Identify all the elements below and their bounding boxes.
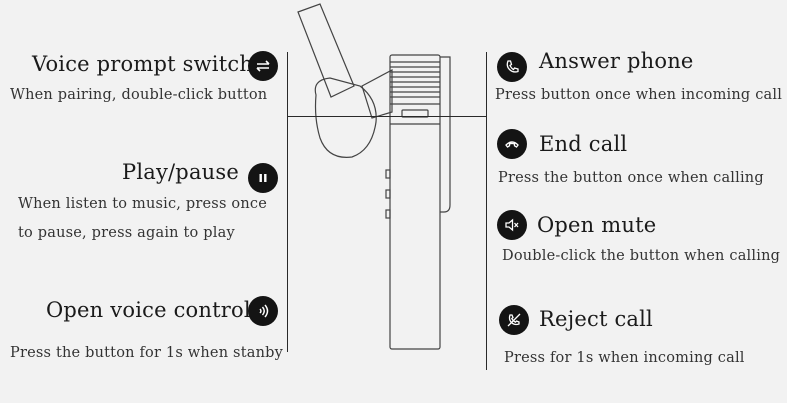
- voice-prompt-switch-title: Voice prompt switch: [32, 52, 254, 76]
- voice-prompt-switch-desc: When pairing, double-click button: [10, 87, 268, 103]
- left-divider-line: [287, 52, 288, 352]
- open-voice-control-desc: Press the button for 1s when stanby: [10, 345, 283, 361]
- phone-icon: [497, 52, 527, 82]
- end-call-icon: [497, 129, 527, 159]
- reject-call-icon: [499, 305, 529, 335]
- open-mute-title: Open mute: [537, 213, 657, 237]
- open-mute-desc: Double-click the button when calling: [502, 248, 781, 264]
- reject-call-title: Reject call: [539, 307, 653, 331]
- reject-call-desc: Press for 1s when incoming call: [504, 350, 745, 366]
- end-call-title: End call: [539, 132, 628, 156]
- play-pause-desc-line2: to pause, press again to play: [18, 225, 235, 241]
- end-call-desc: Press the button once when calling: [498, 170, 764, 186]
- pause-icon: [248, 163, 278, 193]
- answer-phone-title: Answer phone: [539, 49, 694, 73]
- play-pause-title: Play/pause: [122, 160, 239, 184]
- sound-wave-icon: [248, 296, 278, 326]
- play-pause-desc-line1: When listen to music, press once: [18, 196, 267, 212]
- answer-phone-desc: Press button once when incoming call: [495, 87, 783, 103]
- swap-arrows-icon: [248, 51, 278, 81]
- open-voice-control-title: Open voice control: [46, 298, 251, 322]
- speaker-mute-icon: [497, 210, 527, 240]
- right-divider-line: [486, 52, 487, 370]
- button-pointer-line: [287, 116, 487, 117]
